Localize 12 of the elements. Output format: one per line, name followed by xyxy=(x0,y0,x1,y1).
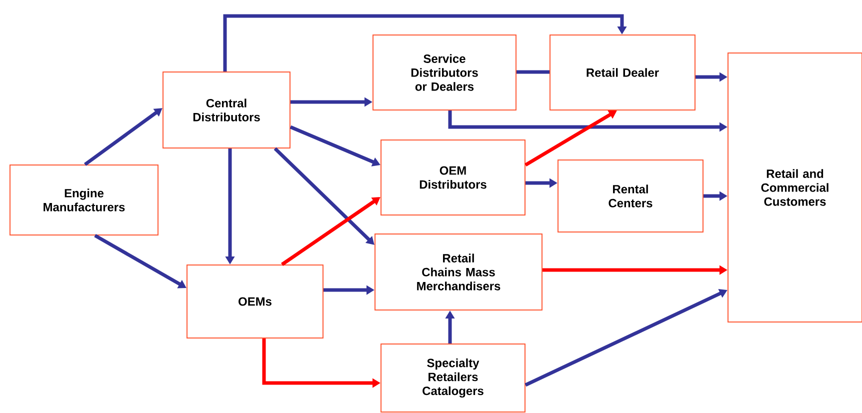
process-box: OEM Distributors xyxy=(380,140,526,216)
process-box: OEMs xyxy=(186,264,324,338)
process-box: Central Distributors xyxy=(162,72,290,148)
process-box: Retail Chains Mass Merchandisers xyxy=(374,234,542,310)
process-box: Engine Manufacturers xyxy=(10,164,158,236)
process-box: Specialty Retailers Catalogers xyxy=(380,344,526,412)
arrow xyxy=(223,14,627,72)
process-box: Retail Dealer xyxy=(550,34,696,110)
process-box: Retail and Commercial Customers xyxy=(728,52,862,322)
arrow xyxy=(274,147,374,245)
process-box: Rental Centers xyxy=(558,160,704,232)
process-box: Service Distributors or Dealers xyxy=(372,34,516,110)
